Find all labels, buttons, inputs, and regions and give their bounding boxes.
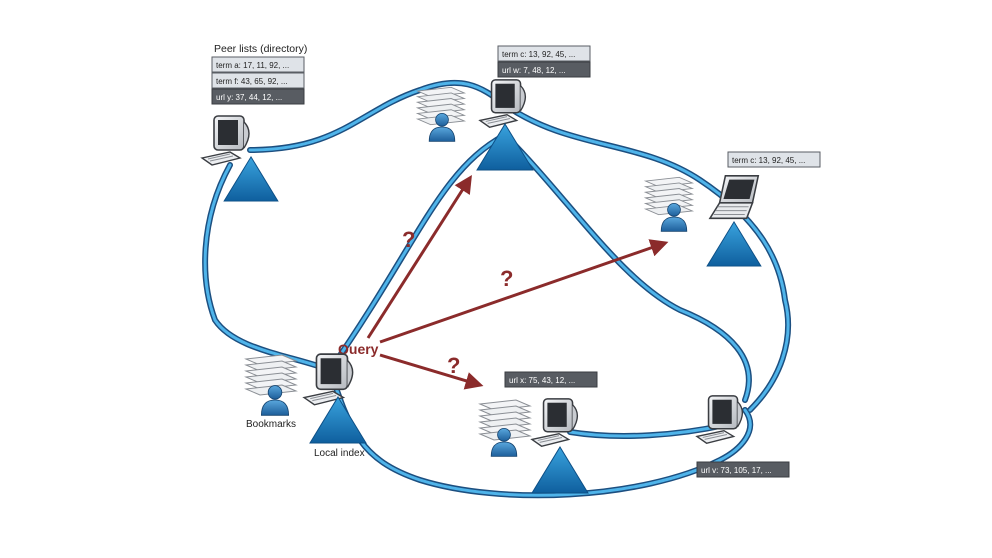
directory-entry-term-f: term f: 43, 65, 92, ... [216,77,288,86]
peer-directory-node: Peer lists (directory) term a: 17, 11, 9… [201,43,307,202]
top-peer-entry-url-w: url w: 7, 48, 12, ... [502,66,566,75]
peer-local-node: Bookmarks Local index [245,353,367,459]
right-peer-entry-term-c: term c: 13, 92, 45, ... [732,156,805,165]
question-mark-1: ? [402,227,415,252]
arrow-to-bottom-peer [379,353,484,390]
top-peer-entry-term-c: term c: 13, 92, 45, ... [502,50,575,59]
directory-entry-term-a: term a: 17, 11, 92, ... [216,61,289,70]
triangle-peer-icon [531,446,589,494]
desktop-computer-icon [201,115,250,166]
directory-entry-url-y: url y: 37, 44, 12, ... [216,93,282,102]
bottom-right-peer-entry-url-v: url v: 73, 105, 17, ... [701,466,772,475]
question-mark-3: ? [447,353,460,378]
directory-list: term a: 17, 11, 92, ... term f: 43, 65, … [211,56,305,105]
laptop-icon [709,175,760,220]
peer-top-node: term c: 13, 92, 45, ... url w: 7, 48, 12… [417,45,591,171]
peer-lists-title: Peer lists (directory) [214,43,307,55]
desktop-computer-icon [696,395,744,445]
arrow-to-top-peer [366,174,472,339]
desktop-computer-icon [531,398,579,448]
top-peer-list: term c: 13, 92, 45, ... url w: 7, 48, 12… [497,45,591,78]
question-mark-2: ? [500,266,513,291]
bottom-peer-entry-url-x: url x: 75, 43, 12, ... [509,376,575,385]
arrow-to-right-peer [379,239,669,344]
query-arrows [366,174,669,390]
peer-right-node: term c: 13, 92, 45, ... [645,151,821,267]
query-label: Query [338,341,379,357]
desktop-computer-icon [479,79,527,129]
peer-bottom-right-node: url v: 73, 105, 17, ... [696,395,790,478]
local-index-label: Local index [314,448,365,459]
peer-bottom-node: url x: 75, 43, 12, ... [479,371,598,494]
bookmarks-label: Bookmarks [246,419,296,430]
